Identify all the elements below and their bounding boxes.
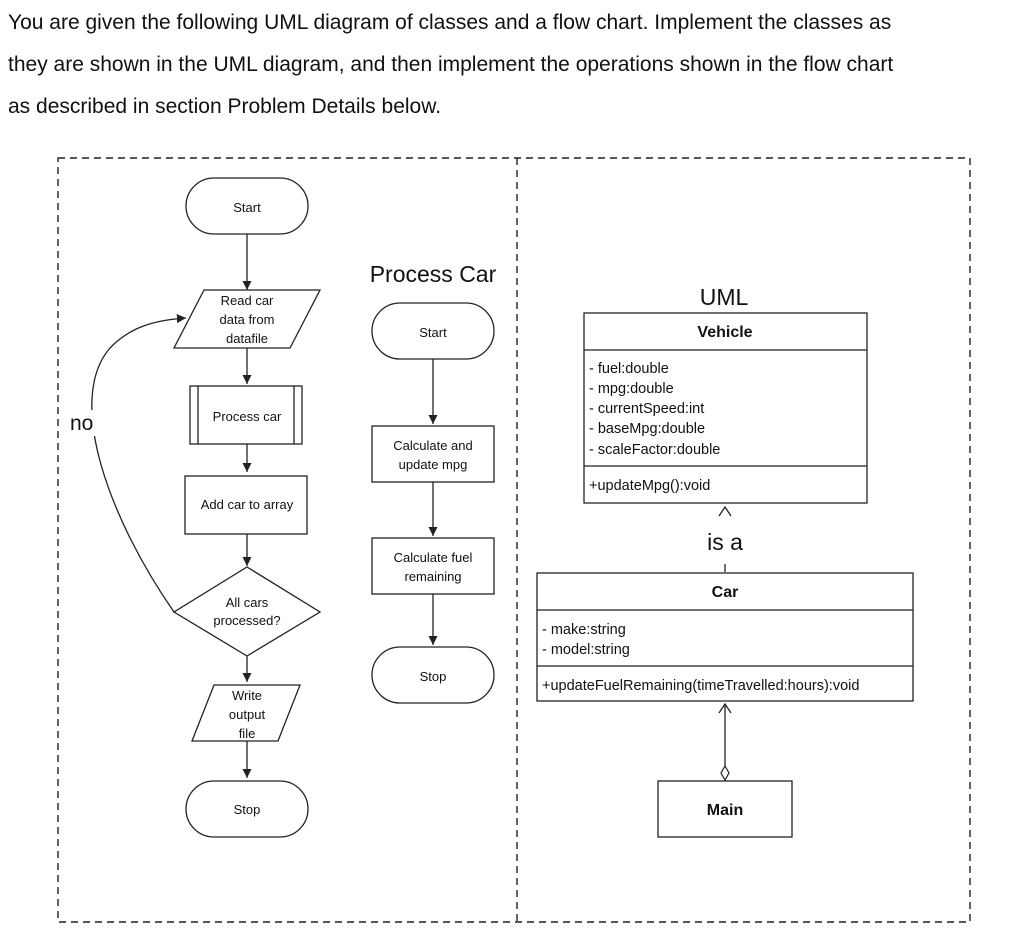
- intro-line-3: as described in section Problem Details …: [8, 95, 442, 118]
- main-start-label: Start: [233, 200, 261, 215]
- calc-mpg-label-2: update mpg: [399, 457, 468, 472]
- calc-fuel-label-2: remaining: [404, 569, 461, 584]
- main-stop-node: Stop: [185, 780, 309, 838]
- pc-stop-node: Stop: [371, 646, 495, 704]
- process-car-label: Process car: [213, 409, 282, 424]
- car-class-name: Car: [712, 584, 739, 601]
- uml-diagram: UML Vehicle - fuel:double - mpg:double -…: [536, 284, 914, 838]
- write-label-2: output: [229, 707, 266, 722]
- decision-label-1: All cars: [226, 595, 269, 610]
- calc-mpg-node: Calculate and update mpg: [371, 425, 495, 483]
- main-class: Main: [657, 780, 793, 838]
- intro-line-2: they are shown in the UML diagram, and t…: [8, 53, 894, 76]
- pc-stop-label: Stop: [420, 669, 447, 684]
- main-class-name: Main: [707, 802, 743, 819]
- read-label-1: Read car: [221, 293, 274, 308]
- calc-fuel-label-1: Calculate fuel: [394, 550, 473, 565]
- intro-line-1: You are given the following UML diagram …: [8, 11, 892, 34]
- all-cars-decision: All cars processed?: [172, 566, 322, 657]
- read-label-2: data from: [220, 312, 275, 327]
- pc-start-node: Start: [371, 302, 495, 360]
- main-flowchart: Start Read car data from datafile Proces…: [66, 177, 322, 838]
- read-label-3: datafile: [226, 331, 268, 346]
- write-label-1: Write: [232, 688, 262, 703]
- process-car-flowchart: Process Car Start Calculate and update m…: [370, 261, 497, 704]
- main-stop-label: Stop: [234, 802, 261, 817]
- car-attr-make: - make:string: [542, 622, 626, 638]
- process-car-title: Process Car: [370, 261, 497, 287]
- uml-title: UML: [700, 284, 749, 310]
- add-car-node: Add car to array: [184, 475, 308, 535]
- vehicle-attr-fuel: - fuel:double: [589, 361, 669, 377]
- process-car-node: Process car: [189, 385, 303, 445]
- dashed-frame: [57, 157, 971, 923]
- read-car-node: Read car data from datafile: [172, 289, 322, 349]
- write-label-3: file: [239, 726, 256, 741]
- add-car-label: Add car to array: [201, 497, 294, 512]
- vehicle-class-name: Vehicle: [697, 324, 752, 341]
- vehicle-method-updatempg: +updateMpg():void: [589, 478, 710, 494]
- write-output-node: Write output file: [191, 684, 301, 742]
- intro-paragraph: You are given the following UML diagram …: [8, 2, 1018, 128]
- is-a-label: is a: [707, 529, 743, 555]
- vehicle-attr-currentspeed: - currentSpeed:int: [589, 401, 704, 417]
- car-class: Car - make:string - model:string +update…: [536, 572, 914, 702]
- calc-mpg-label-1: Calculate and: [393, 438, 473, 453]
- loop-no-label: no: [70, 412, 93, 435]
- calc-fuel-node: Calculate fuel remaining: [371, 537, 495, 595]
- vehicle-attr-scalefactor: - scaleFactor:double: [589, 442, 720, 458]
- pc-start-label: Start: [419, 325, 447, 340]
- vehicle-attr-mpg: - mpg:double: [589, 381, 674, 397]
- main-start-node: Start: [185, 177, 309, 235]
- vehicle-attr-basempg: - baseMpg:double: [589, 421, 705, 437]
- vehicle-class: Vehicle - fuel:double - mpg:double - cur…: [583, 312, 868, 504]
- car-method-updatefuelremaining: +updateFuelRemaining(timeTravelled:hours…: [542, 678, 859, 694]
- decision-label-2: processed?: [213, 613, 280, 628]
- car-attr-model: - model:string: [542, 642, 630, 658]
